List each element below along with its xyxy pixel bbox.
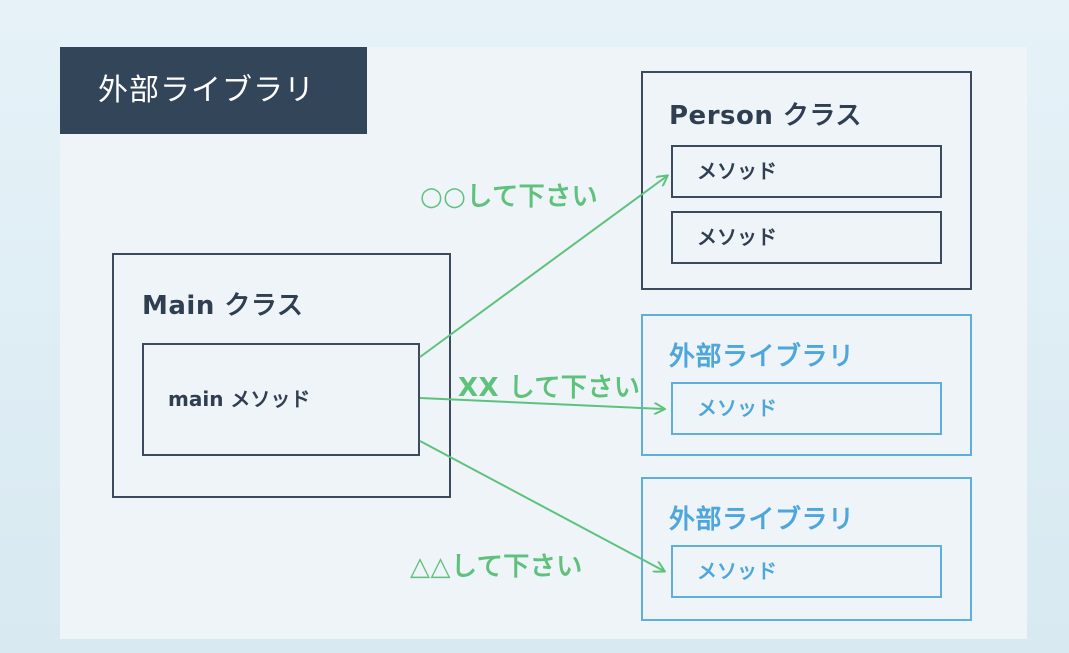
library-1-method-label: メソッド	[697, 396, 777, 420]
library-2-title: 外部ライブラリ	[669, 505, 855, 535]
library-2-method-label: メソッド	[697, 559, 777, 583]
library-2-method: メソッド	[671, 545, 942, 598]
person-class-title: Person クラス	[669, 101, 862, 131]
library-1-title: 外部ライブラリ	[669, 342, 855, 372]
main-class-box: Main クラス	[112, 253, 451, 498]
arrow-label-to-library-2: △△して下さい	[410, 552, 583, 582]
main-class-title: Main クラス	[142, 291, 304, 321]
library-1-method: メソッド	[671, 382, 942, 435]
page-title: 外部ライブラリ	[60, 47, 367, 134]
library-2-box: 外部ライブラリ	[641, 477, 972, 621]
person-method-2: メソッド	[671, 211, 942, 264]
arrow-label-to-library-1: XX して下さい	[458, 373, 641, 403]
person-method-1: メソッド	[671, 145, 942, 198]
person-method-2-label: メソッド	[697, 225, 777, 249]
arrow-label-to-person: ○○して下さい	[420, 182, 599, 212]
person-method-1-label: メソッド	[697, 159, 777, 183]
main-method-box: main メソッド	[142, 343, 420, 456]
main-method-label: main メソッド	[168, 387, 311, 411]
library-1-box: 外部ライブラリ	[641, 314, 972, 456]
